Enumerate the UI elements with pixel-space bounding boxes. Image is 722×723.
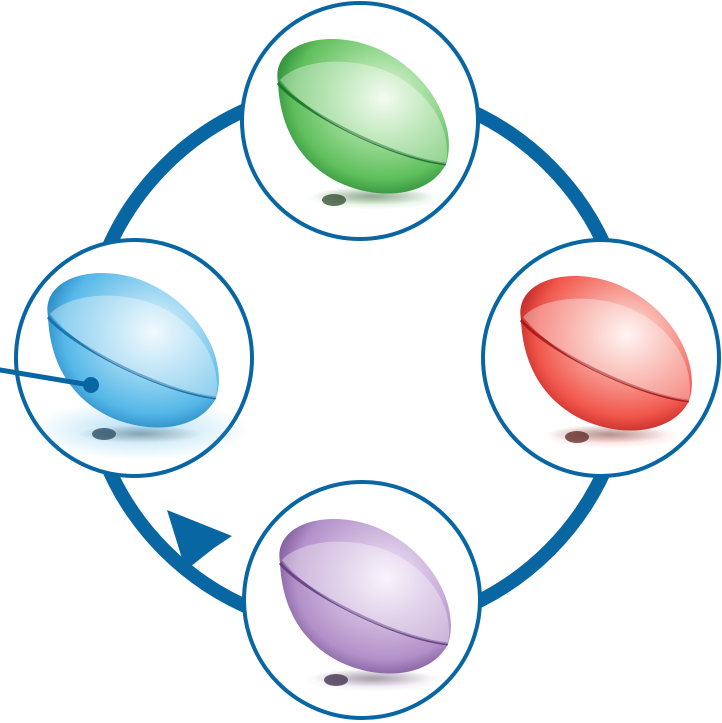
lamp-node-blue bbox=[16, 240, 252, 476]
lamp-node-purple bbox=[244, 482, 480, 718]
lamp-node-green bbox=[242, 3, 478, 239]
lamp-node-red bbox=[483, 240, 719, 476]
